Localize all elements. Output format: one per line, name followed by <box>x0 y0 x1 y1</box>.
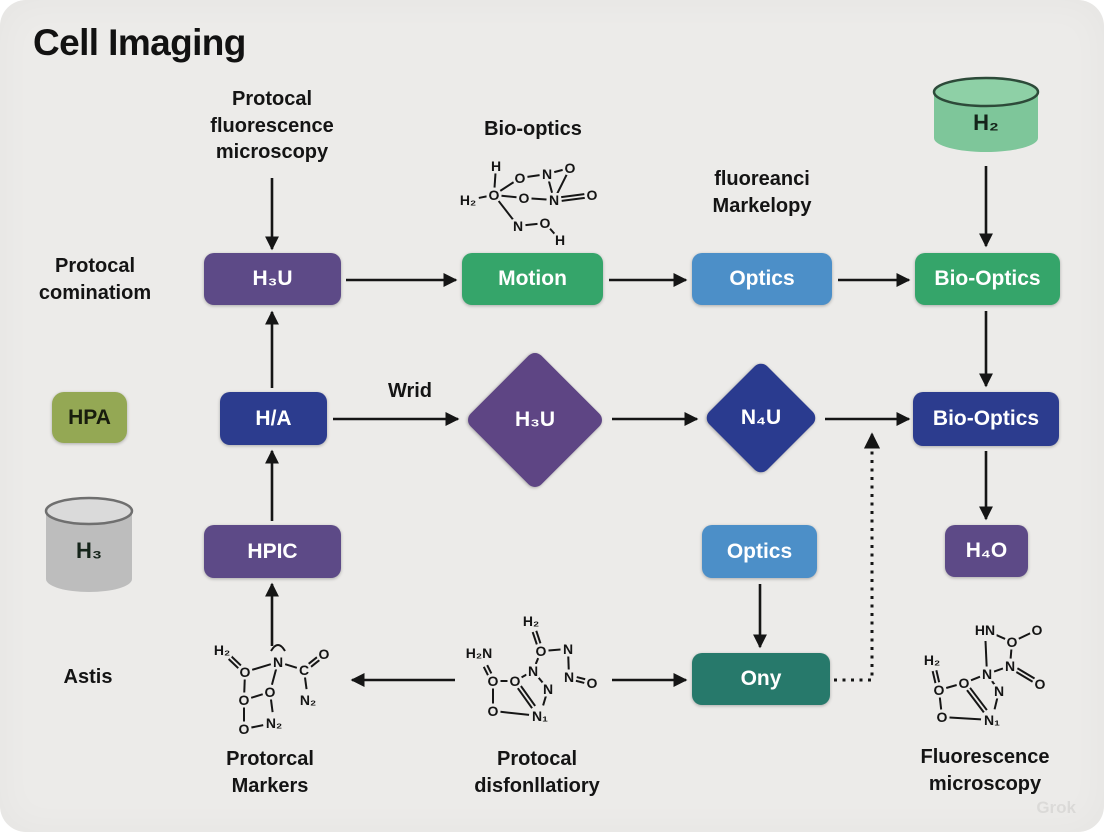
svg-text:H₂: H₂ <box>460 192 476 208</box>
svg-text:O: O <box>240 664 251 680</box>
svg-text:O: O <box>1007 634 1018 650</box>
svg-text:C: C <box>299 662 309 678</box>
watermark: Grok <box>1036 798 1076 817</box>
svg-text:N: N <box>1005 658 1015 674</box>
label-protocal-cominatiom: Protocal cominatiom <box>38 255 152 304</box>
svg-text:O: O <box>1032 622 1043 638</box>
cylinder-h3-label: H₃ <box>76 538 102 563</box>
svg-text:O: O <box>510 673 521 689</box>
svg-text:HN: HN <box>975 622 995 638</box>
svg-text:O: O <box>488 673 499 689</box>
cylinder-top <box>932 76 1040 108</box>
svg-text:O: O <box>239 692 250 708</box>
label-fluorescence-microscopy: Fluorescence microscopy <box>920 746 1050 795</box>
node-h3u-diamond: H₃U <box>464 349 606 491</box>
svg-text:H₂: H₂ <box>523 613 539 629</box>
svg-text:O: O <box>319 646 330 662</box>
node-hpa-box: HPA <box>52 392 127 443</box>
svg-text:N: N <box>543 681 553 697</box>
node-ony-box: Ony <box>692 653 830 705</box>
svg-text:O: O <box>489 187 500 203</box>
svg-text:O: O <box>239 721 250 737</box>
cylinder-top <box>44 496 134 526</box>
svg-text:O: O <box>1035 676 1046 692</box>
node-ha-box: H/A <box>220 392 327 445</box>
svg-text:H: H <box>491 158 501 174</box>
svg-text:N₂: N₂ <box>266 715 282 731</box>
label-astis: Astis <box>63 666 113 688</box>
svg-text:O: O <box>587 187 598 203</box>
svg-text:O: O <box>265 684 276 700</box>
svg-text:N: N <box>542 166 552 182</box>
cylinder-h2: H₂ <box>932 76 1040 152</box>
page-title: Cell Imaging <box>33 22 246 63</box>
cylinder-body <box>934 92 1038 152</box>
svg-text:N: N <box>549 192 559 208</box>
node-bio-optics-green-box: Bio-Optics <box>915 253 1060 305</box>
svg-text:N: N <box>273 654 283 670</box>
svg-text:O: O <box>519 190 530 206</box>
label-protocal-fluorescence-microscopy: Protocal fluorescence microscopy <box>210 88 334 164</box>
node-optics-mid-box: Optics <box>702 525 817 578</box>
svg-text:O: O <box>540 215 551 231</box>
cylinder-h2-label: H₂ <box>973 110 999 135</box>
svg-text:O: O <box>587 675 598 691</box>
node-motion-box: Motion <box>462 253 603 305</box>
svg-text:H₂: H₂ <box>924 652 940 668</box>
node-optics-top-box: Optics <box>692 253 832 305</box>
cylinder-h3: H₃ <box>44 496 134 592</box>
svg-text:O: O <box>937 709 948 725</box>
svg-text:H₂N: H₂N <box>466 645 492 661</box>
label-bio-optics: Bio-optics <box>484 118 582 140</box>
label-protocal-disfonllatiory: Protocal disfonllatiory <box>474 748 600 797</box>
svg-text:N: N <box>563 641 573 657</box>
svg-text:H: H <box>555 232 565 248</box>
svg-text:O: O <box>536 643 547 659</box>
node-hpic-box: HPIC <box>204 525 341 578</box>
node-n4u-diamond: N₄U <box>703 360 819 476</box>
svg-text:N₁: N₁ <box>532 708 548 724</box>
node-bio-optics-navy-box: Bio-Optics <box>913 392 1059 446</box>
svg-text:O: O <box>565 160 576 176</box>
node-h4o-box: H₄O <box>945 525 1028 577</box>
label-protorcal-markers: Protorcal Markers <box>226 748 314 797</box>
svg-text:O: O <box>934 682 945 698</box>
svg-text:N: N <box>528 663 538 679</box>
label-fluoreanci-markelopy: fluoreanci Markelopy <box>712 168 812 217</box>
svg-text:H₂: H₂ <box>214 642 230 658</box>
label-wrid: Wrid <box>387 380 433 402</box>
svg-text:O: O <box>488 703 499 719</box>
diamond-label: N₄U <box>740 406 782 429</box>
svg-text:N: N <box>564 669 574 685</box>
node-h3u-box: H₃U <box>204 253 341 305</box>
svg-text:N: N <box>982 666 992 682</box>
svg-text:O: O <box>959 675 970 691</box>
svg-text:O: O <box>515 170 526 186</box>
svg-text:N: N <box>513 218 523 234</box>
svg-text:N₁: N₁ <box>984 712 1000 728</box>
svg-text:N₂: N₂ <box>300 692 316 708</box>
diamond-label: H₃U <box>514 408 556 431</box>
cylinder-body <box>46 511 132 592</box>
svg-text:N: N <box>994 683 1004 699</box>
